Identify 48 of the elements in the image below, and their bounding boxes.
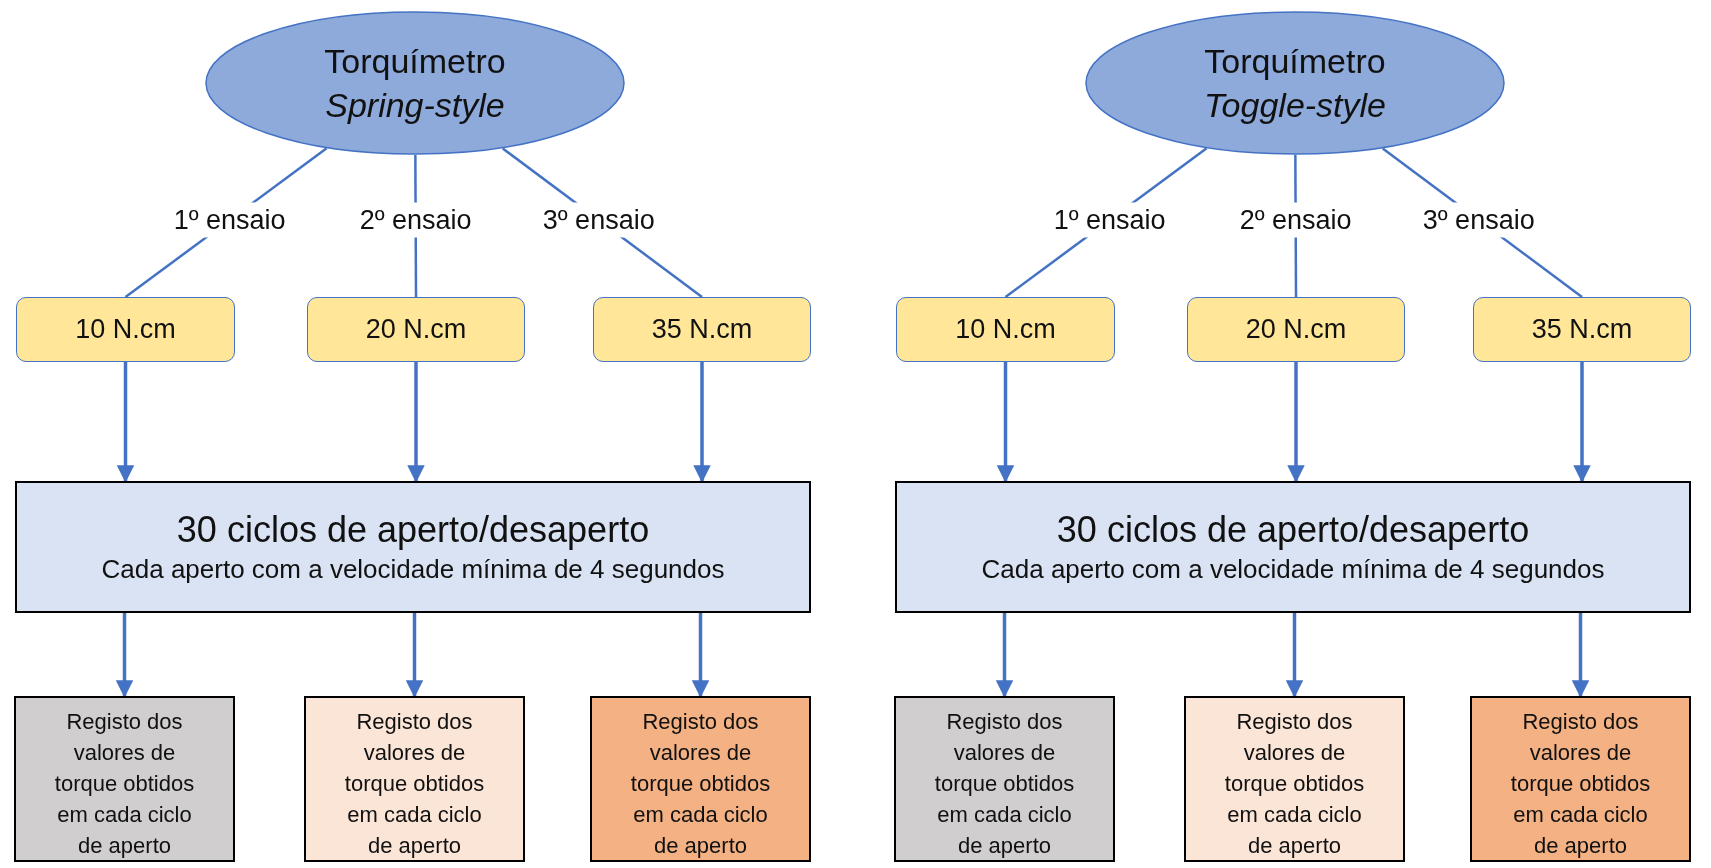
heading-text: 30 ciclos de aperto/desaperto: [176, 508, 650, 552]
torque-value-text: 10 N.cm: [75, 314, 176, 345]
arrow: [1571, 613, 1590, 698]
record-text: Registo dos valores de torque obtidos em cada ciclo de aperto: [53, 708, 196, 860]
record-box: [894, 696, 1115, 862]
arrow: [405, 613, 424, 698]
process-box: [895, 481, 1691, 613]
record-box: [1184, 696, 1405, 862]
heading-text: 30 ciclos de aperto/desaperto: [1056, 508, 1530, 552]
record-text: Registo dos valores de torque obtidos em cada ciclo de aperto: [1223, 708, 1366, 860]
arrow: [407, 362, 425, 483]
torque-value-text: 10 N.cm: [955, 314, 1056, 345]
description-text: Cada aperto com a velocidade mínima de 4 segundos: [981, 553, 1605, 586]
torque-value-box: [1473, 297, 1691, 362]
record-text: Registo dos valores de torque obtidos em cada ciclo de aperto: [629, 708, 772, 860]
torque-value-text: 35 N.cm: [651, 314, 753, 345]
record-box: [304, 696, 525, 862]
record-box: [1470, 696, 1691, 862]
torque-value-text: 35 N.cm: [1531, 314, 1633, 345]
arrow: [1573, 362, 1591, 483]
record-box: [590, 696, 811, 862]
record-box: [14, 696, 235, 862]
record-text: Registo dos valores de torque obtidos em cada ciclo de aperto: [1509, 708, 1652, 860]
subtitle-text: Spring-style: [325, 85, 505, 126]
torque-value-box: [1187, 297, 1405, 362]
arrow: [995, 613, 1014, 698]
arrow: [1285, 613, 1304, 698]
title-text: Torquímetro: [324, 41, 506, 82]
torque-value-text: 20 N.cm: [365, 314, 467, 345]
arrow: [1287, 362, 1305, 483]
torque-value-box: [307, 297, 525, 362]
torque-value-box: [593, 297, 811, 362]
torque-value-text: 20 N.cm: [1245, 314, 1347, 345]
record-text: Registo dos valores de torque obtidos em cada ciclo de aperto: [933, 708, 1076, 860]
arrow: [996, 362, 1015, 483]
arrow: [691, 613, 710, 698]
torque-wrench-ellipse: [205, 11, 625, 155]
subtitle-text: Toggle-style: [1203, 85, 1387, 126]
record-text: Registo dos valores de torque obtidos em cada ciclo de aperto: [343, 708, 486, 860]
arrow: [115, 613, 134, 698]
title-text: Torquímetro: [1204, 41, 1386, 82]
description-text: Cada aperto com a velocidade mínima de 4 segundos: [101, 553, 725, 586]
arrow: [116, 362, 135, 483]
process-box: [15, 481, 811, 613]
torque-wrench-ellipse: [1085, 11, 1505, 155]
torque-value-box: [896, 297, 1115, 362]
arrow: [693, 362, 711, 483]
torque-value-box: [16, 297, 235, 362]
